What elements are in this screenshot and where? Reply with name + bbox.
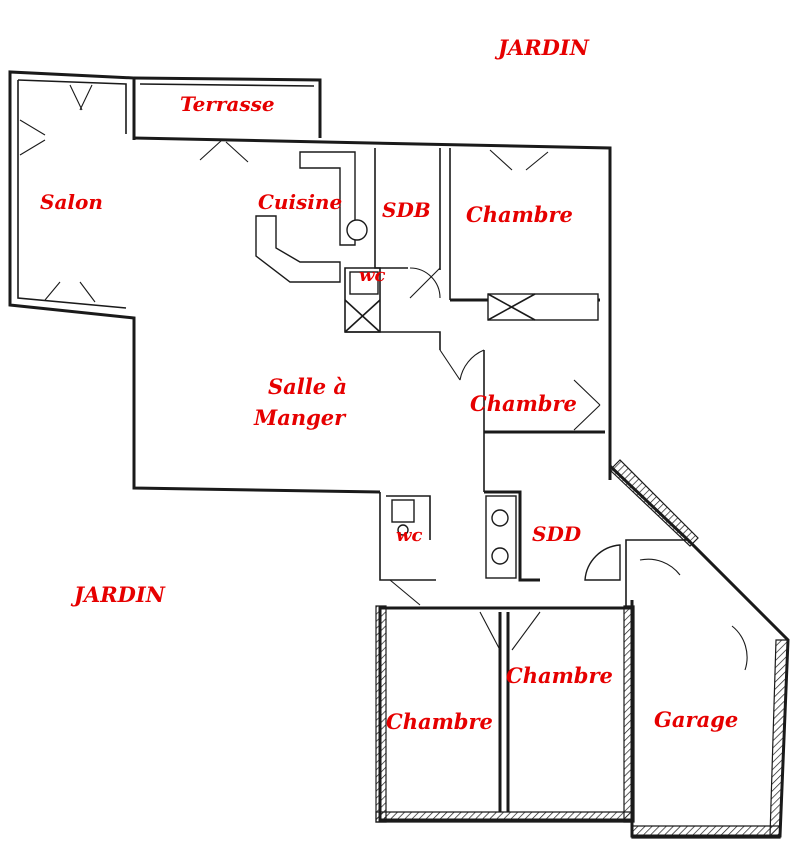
openings xyxy=(19,84,748,671)
wc-1-fixture xyxy=(349,271,379,295)
label-chambre-2: Chambre xyxy=(470,391,577,416)
label-chambre-3: Chambre xyxy=(506,663,613,688)
window-salon-left xyxy=(19,119,46,156)
terrasse-wall xyxy=(133,76,322,138)
window-salon-top xyxy=(69,84,93,111)
label-cuisine: Cuisine xyxy=(258,190,342,214)
garage-wall xyxy=(608,464,790,838)
kitchen-counter xyxy=(299,151,356,246)
label-chambre-1: Chambre xyxy=(466,202,573,227)
door-garage xyxy=(639,558,681,576)
room-labels: JARDIN Terrasse Salon Cuisine SDB Chambr… xyxy=(40,35,738,734)
label-salle-line1: Salle à xyxy=(268,374,347,399)
garage-swing xyxy=(731,625,748,671)
closet-1 xyxy=(487,293,599,321)
label-wc-1: wc xyxy=(359,265,385,286)
door-bedroom-3 xyxy=(389,579,421,606)
sdd-vanity xyxy=(485,495,517,579)
wc-2-fixture xyxy=(391,499,415,523)
door-bedroom-4 xyxy=(479,611,541,651)
shower-curve xyxy=(584,544,621,581)
label-chambre-4: Chambre xyxy=(386,709,493,734)
label-jardin-top: JARDIN xyxy=(494,35,590,60)
window-terrasse xyxy=(199,139,249,163)
sdd-sink-1 xyxy=(491,509,509,527)
label-salon: Salon xyxy=(40,190,103,214)
label-sdb: SDB xyxy=(382,198,431,222)
label-salle-line2: Manger xyxy=(253,405,347,430)
door-chambre-2 xyxy=(439,349,485,381)
sink-sdb xyxy=(346,219,368,241)
window-chambre-2 xyxy=(573,379,601,431)
door-chambre-1 xyxy=(409,267,441,299)
walls xyxy=(8,70,790,839)
window-salon-bottom xyxy=(44,281,96,303)
label-sdd: SDD xyxy=(532,522,582,546)
label-jardin-left: JARDIN xyxy=(70,582,166,607)
label-wc-2: wc xyxy=(396,525,422,546)
top-wall xyxy=(133,136,612,480)
kitchen-island xyxy=(255,215,341,283)
label-garage: Garage xyxy=(654,707,738,732)
sdd-sink-2 xyxy=(491,547,509,565)
label-terrasse: Terrasse xyxy=(180,92,275,116)
window-chambre-1 xyxy=(489,149,549,171)
